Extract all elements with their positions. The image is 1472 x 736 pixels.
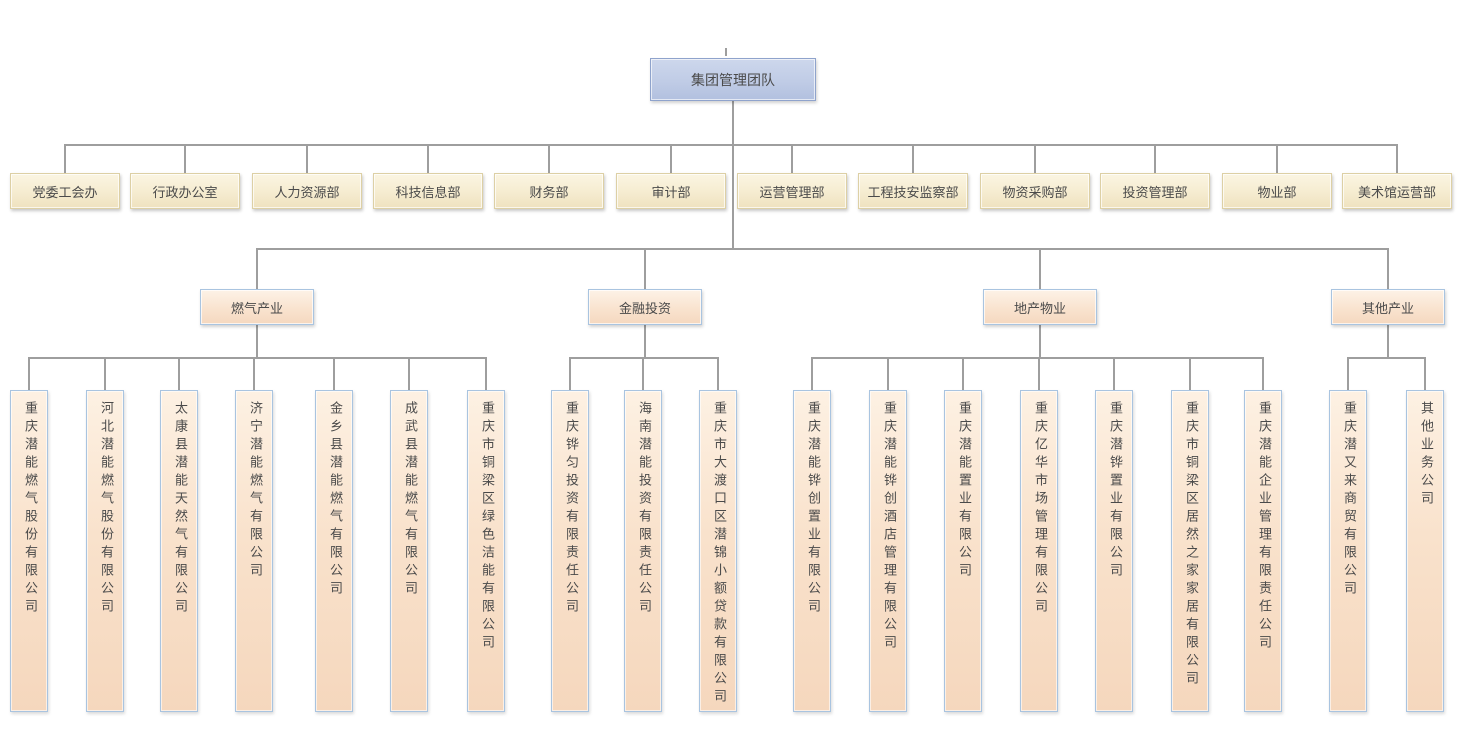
connector-line	[1038, 357, 1040, 390]
connector-line	[1039, 325, 1041, 358]
category-node-real-estate: 地产物业	[983, 289, 1097, 325]
company-node: 重庆潜铧置业有限公司	[1095, 390, 1133, 712]
company-node: 太康县潜能天然气有限公司	[160, 390, 198, 712]
dept-node-tech-info: 科技信息部	[373, 173, 483, 209]
root-stub-line	[725, 48, 727, 56]
connector-line	[642, 357, 644, 390]
connector-line	[333, 357, 335, 390]
connector-line	[1189, 357, 1191, 390]
company-node: 重庆潜又来商贸有限公司	[1329, 390, 1367, 712]
connector-line	[28, 357, 30, 390]
connector-line	[184, 144, 186, 173]
org-node-root: 集团管理团队	[650, 58, 816, 101]
connector-line	[485, 357, 487, 390]
company-node: 重庆铧匀投资有限责任公司	[551, 390, 589, 712]
company-node: 河北潜能燃气股份有限公司	[86, 390, 124, 712]
connector-dept-bus	[65, 144, 1398, 146]
dept-node-party-union-office: 党委工会办	[10, 173, 120, 209]
connector-root-drop	[732, 100, 734, 249]
dept-node-admin-office: 行政办公室	[130, 173, 240, 209]
connector-group4-bus	[1348, 357, 1426, 359]
connector-line	[1039, 248, 1041, 289]
connector-line	[1396, 144, 1398, 173]
company-node: 其他业务公司	[1406, 390, 1444, 712]
connector-line	[912, 144, 914, 173]
connector-line	[427, 144, 429, 173]
dept-node-procurement: 物资采购部	[980, 173, 1090, 209]
connector-line	[962, 357, 964, 390]
connector-line	[791, 144, 793, 173]
category-node-gas-industry: 燃气产业	[200, 289, 314, 325]
company-node: 成武县潜能燃气有限公司	[390, 390, 428, 712]
company-node: 重庆潜能燃气股份有限公司	[10, 390, 48, 712]
connector-line	[178, 357, 180, 390]
connector-line	[811, 357, 813, 390]
connector-line	[1424, 357, 1426, 390]
company-node: 重庆市铜梁区居然之家家居有限公司	[1171, 390, 1209, 712]
connector-line	[644, 248, 646, 289]
connector-line	[408, 357, 410, 390]
company-node: 海南潜能投资有限责任公司	[624, 390, 662, 712]
dept-node-audit: 审计部	[616, 173, 726, 209]
dept-node-operations: 运营管理部	[737, 173, 847, 209]
dept-node-investment: 投资管理部	[1100, 173, 1210, 209]
dept-node-art-gallery: 美术馆运营部	[1342, 173, 1452, 209]
connector-line	[548, 144, 550, 173]
company-node: 重庆市大渡口区潜锦小额贷款有限公司	[699, 390, 737, 712]
company-node: 重庆潜能铧创置业有限公司	[793, 390, 831, 712]
connector-line	[1262, 357, 1264, 390]
connector-line	[1387, 248, 1389, 289]
dept-node-hr: 人力资源部	[252, 173, 362, 209]
connector-group2-bus	[570, 357, 719, 359]
connector-line	[253, 357, 255, 390]
dept-node-property: 物业部	[1222, 173, 1332, 209]
connector-line	[104, 357, 106, 390]
connector-line	[1387, 325, 1389, 358]
connector-line	[1154, 144, 1156, 173]
connector-group1-bus	[29, 357, 487, 359]
connector-line	[887, 357, 889, 390]
connector-line	[644, 325, 646, 358]
company-node: 重庆市铜梁区绿色洁能有限公司	[467, 390, 505, 712]
connector-line	[256, 325, 258, 358]
company-node: 金乡县潜能燃气有限公司	[315, 390, 353, 712]
connector-line	[306, 144, 308, 173]
category-node-finance-invest: 金融投资	[588, 289, 702, 325]
connector-line	[1347, 357, 1349, 390]
connector-line	[256, 248, 258, 289]
category-node-other-industry: 其他产业	[1331, 289, 1445, 325]
company-node: 重庆潜能企业管理有限责任公司	[1244, 390, 1282, 712]
company-node: 重庆潜能置业有限公司	[944, 390, 982, 712]
connector-category-bus	[257, 248, 1389, 250]
dept-node-finance: 财务部	[494, 173, 604, 209]
dept-node-engineering-safety: 工程技安监察部	[858, 173, 968, 209]
company-node: 济宁潜能燃气有限公司	[235, 390, 273, 712]
connector-line	[670, 144, 672, 173]
connector-line	[1113, 357, 1115, 390]
connector-line	[1276, 144, 1278, 173]
company-node: 重庆亿华市场管理有限公司	[1020, 390, 1058, 712]
connector-line	[64, 144, 66, 173]
company-node: 重庆潜能铧创酒店管理有限公司	[869, 390, 907, 712]
connector-line	[569, 357, 571, 390]
connector-line	[717, 357, 719, 390]
connector-line	[1034, 144, 1036, 173]
